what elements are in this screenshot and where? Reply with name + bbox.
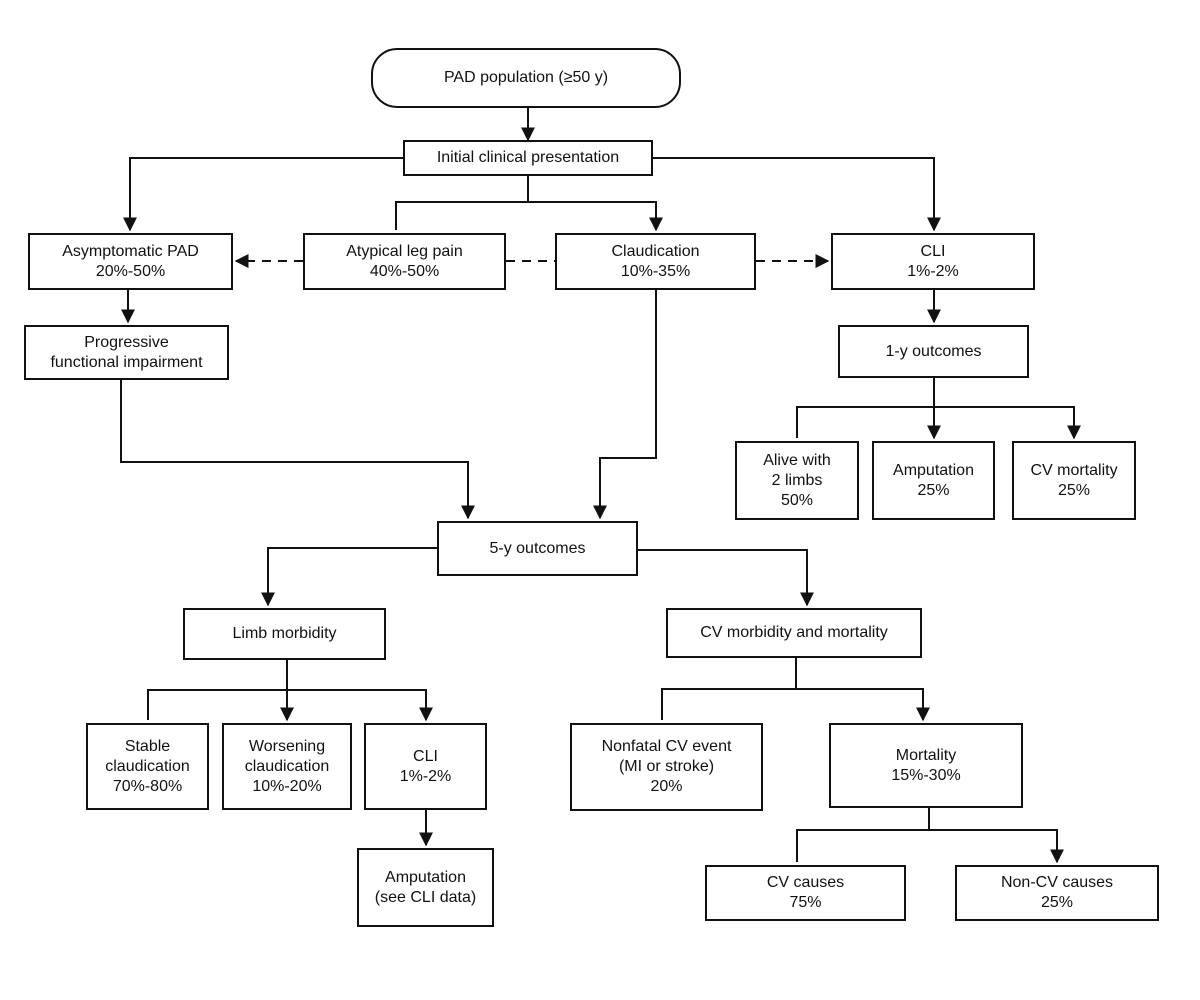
node-initial-presentation: Initial clinical presentation: [403, 140, 653, 176]
node-label-line: (MI or stroke): [618, 758, 715, 775]
node-label-line: (see CLI data): [374, 888, 477, 906]
connector-to-cv-causes: [796, 829, 1064, 864]
node-atypical-leg-pain: Atypical leg pain 40%-50%: [303, 233, 506, 290]
node-label-line: 50%: [780, 491, 814, 509]
node-label-line: CV causes: [766, 874, 845, 891]
node-cv-causes: CV causes 75%: [705, 865, 906, 921]
node-limb-morbidity: Limb morbidity: [183, 608, 386, 660]
node-label-line: 75%: [789, 894, 822, 911]
node-amputation-five-year: Amputation (see CLI data): [357, 848, 494, 927]
node-worsening-claudication: Worsening claudication 10%-20%: [222, 723, 352, 810]
node-label-line: CV mortality: [1030, 461, 1118, 479]
node-label-line: claudication: [105, 757, 190, 775]
node-label-line: Alive with: [763, 451, 831, 469]
node-label-line: Stable: [124, 737, 171, 755]
node-label-line: 20%-50%: [95, 262, 166, 280]
node-label-line: 25%: [917, 481, 950, 499]
node-label-line: 5-y outcomes: [489, 539, 586, 557]
node-progressive-impairment: Progressive functional impairment: [24, 325, 229, 380]
node-one-year-outcomes: 1-y outcomes: [838, 325, 1029, 378]
node-asymptomatic-pad: Asymptomatic PAD 20%-50%: [28, 233, 233, 290]
node-stable-claudication: Stable claudication 70%-80%: [86, 723, 209, 810]
connector-to-limb-morbidity: [261, 547, 437, 607]
node-label-line: Asymptomatic PAD: [62, 242, 199, 260]
node-label-line: Limb morbidity: [232, 625, 337, 642]
node-label-line: Nonfatal CV event: [601, 738, 732, 755]
node-label-line: CV morbidity and mortality: [700, 624, 888, 641]
node-label-line: Atypical leg pain: [346, 242, 463, 260]
node-five-year-outcomes: 5-y outcomes: [437, 521, 638, 576]
node-label-line: 1%-2%: [399, 767, 452, 785]
connector-claudication-to-five-year: [593, 290, 657, 520]
node-label-line: Amputation: [385, 868, 466, 886]
node-cv-mortality-one-year: CV mortality 25%: [1012, 441, 1136, 520]
connector-to-nonfatal: [661, 688, 930, 722]
node-label-line: 40%-50%: [369, 262, 440, 280]
node-label-line: CLI: [413, 747, 438, 765]
connector-to-stable: [147, 689, 433, 722]
node-nonfatal-cv-event: Nonfatal CV event (MI or stroke) 20%: [570, 723, 763, 811]
node-label-line: 25%: [1057, 481, 1091, 499]
node-cli-five-year: CLI 1%-2%: [364, 723, 487, 810]
node-label-line: Amputation: [893, 461, 974, 479]
node-label-line: 70%-80%: [112, 777, 183, 795]
node-label-line: 20%: [650, 778, 683, 795]
connector-to-cv-morbidity: [638, 549, 814, 607]
node-label-line: functional impairment: [50, 353, 203, 371]
node-label-line: 1%-2%: [907, 262, 959, 280]
node-pad-population: PAD population (≥50 y): [371, 48, 681, 108]
node-label-line: 1-y outcomes: [885, 342, 982, 360]
node-label-line: Claudication: [611, 242, 700, 260]
connector-to-asymptomatic: [123, 157, 403, 232]
connector-to-atypical: [395, 201, 663, 232]
node-label-line: Progressive: [84, 333, 169, 351]
node-label-line: Non-CV causes: [1000, 874, 1114, 891]
node-label-line: Worsening: [248, 737, 326, 755]
node-label-line: 2 limbs: [771, 471, 823, 489]
node-label-line: 15%-30%: [891, 766, 961, 784]
node-label-line: 10%-35%: [620, 262, 691, 280]
node-label-line: Mortality: [895, 746, 957, 764]
connector-to-alive: [796, 406, 1081, 440]
node-claudication: Claudication 10%-35%: [555, 233, 756, 290]
node-cv-morbidity-mortality: CV morbidity and mortality: [666, 608, 922, 658]
node-label-line: Initial clinical presentation: [436, 149, 620, 166]
node-label-line: 10%-20%: [252, 777, 322, 795]
connector-progressive-to-five-year: [120, 380, 475, 520]
node-mortality: Mortality 15%-30%: [829, 723, 1023, 808]
node-alive-with-two-limbs: Alive with 2 limbs 50%: [735, 441, 859, 520]
node-non-cv-causes: Non-CV causes 25%: [955, 865, 1159, 921]
node-label-line: 25%: [1040, 894, 1074, 911]
connector-to-cli-top: [653, 157, 941, 232]
node-label-line: claudication: [244, 757, 330, 775]
node-label-line: PAD population (≥50 y): [443, 69, 609, 86]
node-amputation-one-year: Amputation 25%: [872, 441, 995, 520]
node-label-line: CLI: [920, 242, 946, 260]
node-cli-top: CLI 1%-2%: [831, 233, 1035, 290]
